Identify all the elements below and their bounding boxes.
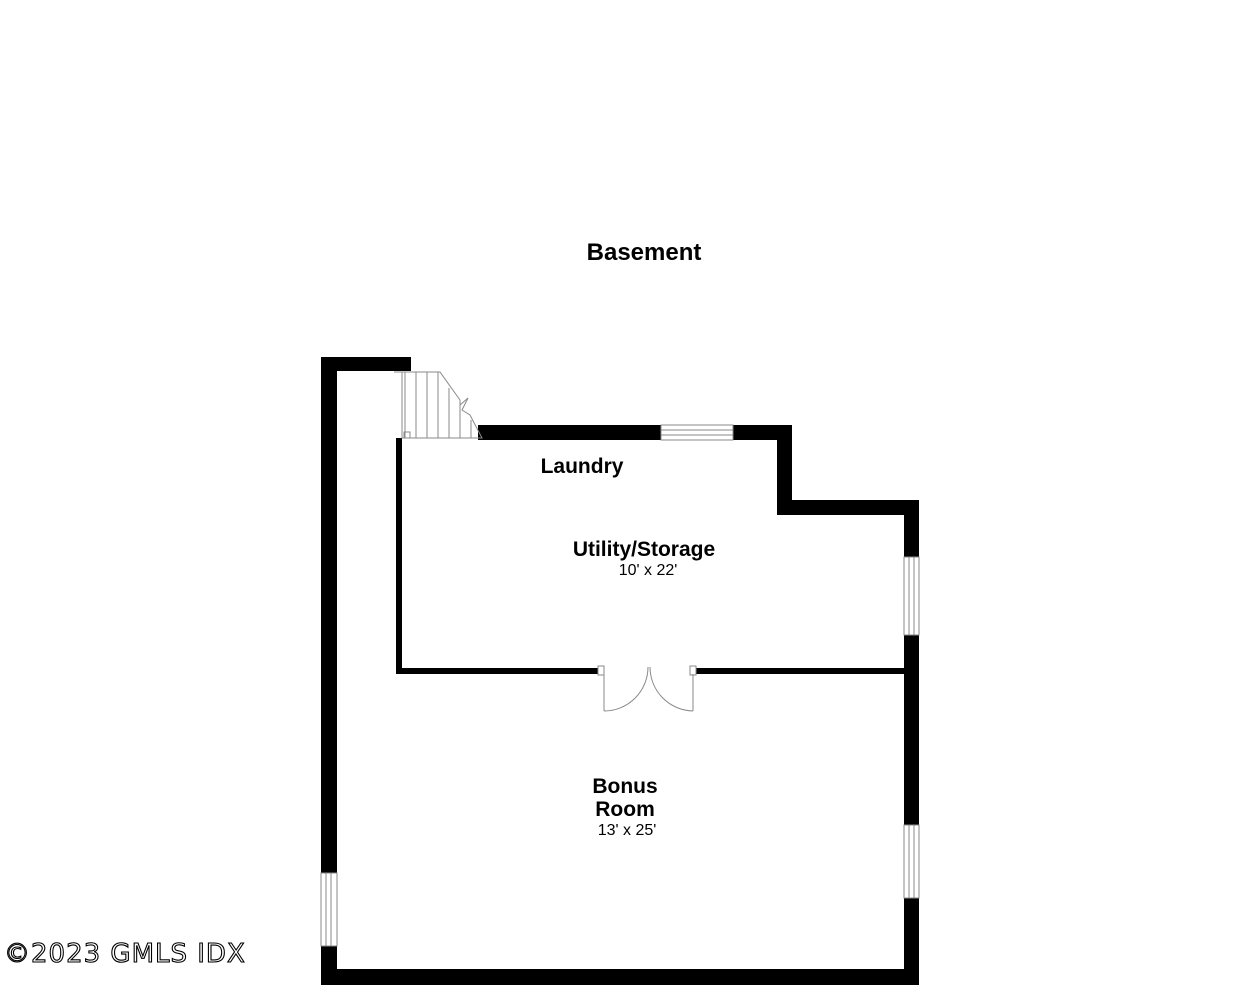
wall-step-vertical (777, 425, 792, 515)
room-dimensions-utility: 10' x 22' (619, 562, 678, 579)
watermark: ©2023 GMLS IDX (4, 939, 246, 969)
outer-walls (321, 357, 919, 985)
staircase (394, 371, 483, 439)
wall-top-left (321, 357, 411, 371)
floor-title: Basement (587, 239, 702, 266)
window-right-lower (903, 824, 920, 899)
room-dimensions-bonus: 13' x 25' (598, 822, 657, 839)
wall-right-bottom (904, 898, 919, 985)
wall-top-right (733, 425, 792, 440)
room-label-laundry: Laundry (541, 455, 624, 478)
room-label-bonus-line1: Bonus (592, 775, 657, 798)
wall-bottom (321, 969, 919, 985)
wall-right-middle (904, 635, 919, 825)
interior-walls (396, 438, 905, 674)
wall-partition-left (396, 668, 598, 674)
room-label-utility: Utility/Storage (573, 538, 715, 561)
double-door (597, 665, 697, 712)
wall-left-upper (321, 357, 337, 873)
wall-top-middle (478, 425, 661, 440)
room-label-bonus-line2: Room (595, 798, 655, 821)
wall-utility-left (396, 438, 402, 674)
window-left (320, 872, 338, 947)
window-right-upper (903, 556, 920, 636)
window-top (660, 424, 734, 441)
wall-step-horizontal (777, 500, 919, 515)
windows (320, 424, 920, 947)
wall-partition-right (696, 668, 905, 674)
